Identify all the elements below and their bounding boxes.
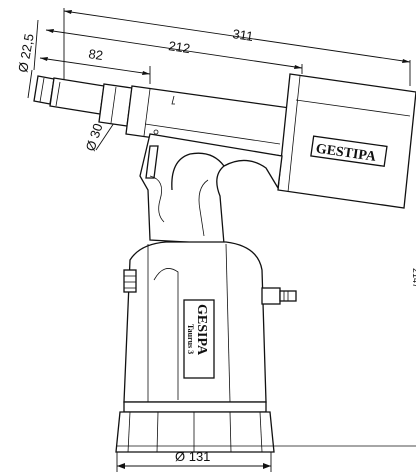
label-311: 311 (232, 26, 255, 44)
model-name: Taurus 3 (186, 324, 195, 354)
label-d131: Ø 131 (175, 449, 210, 464)
body-logo-text: GESIPA (194, 304, 209, 356)
label-82: 82 (88, 46, 105, 63)
dimension-nozzle-length: 82 (39, 46, 151, 84)
air-inlet (261, 287, 281, 305)
handle (139, 133, 283, 245)
grip-texture (123, 269, 137, 293)
nozzle (33, 75, 133, 127)
dimension-nozzle-diameter: Ø 22,5 (15, 19, 39, 99)
trigger (145, 145, 159, 179)
label-d22-5: Ø 22,5 (15, 32, 37, 73)
label-d30: Ø 30 (83, 121, 106, 152)
dimension-base-diameter: Ø 131 (116, 440, 272, 472)
cylinder-housing: GESTIPA (277, 73, 416, 209)
body-logo-plate: GESIPA Taurus 3 (183, 299, 215, 379)
side-code: 2147 (411, 268, 416, 288)
lower-body: GESIPA Taurus 3 (123, 241, 297, 403)
dimension-body-length: 212 (45, 29, 303, 74)
base (115, 401, 416, 453)
head-logo-plate: GESTIPA (310, 135, 388, 167)
label-212: 212 (168, 38, 192, 56)
